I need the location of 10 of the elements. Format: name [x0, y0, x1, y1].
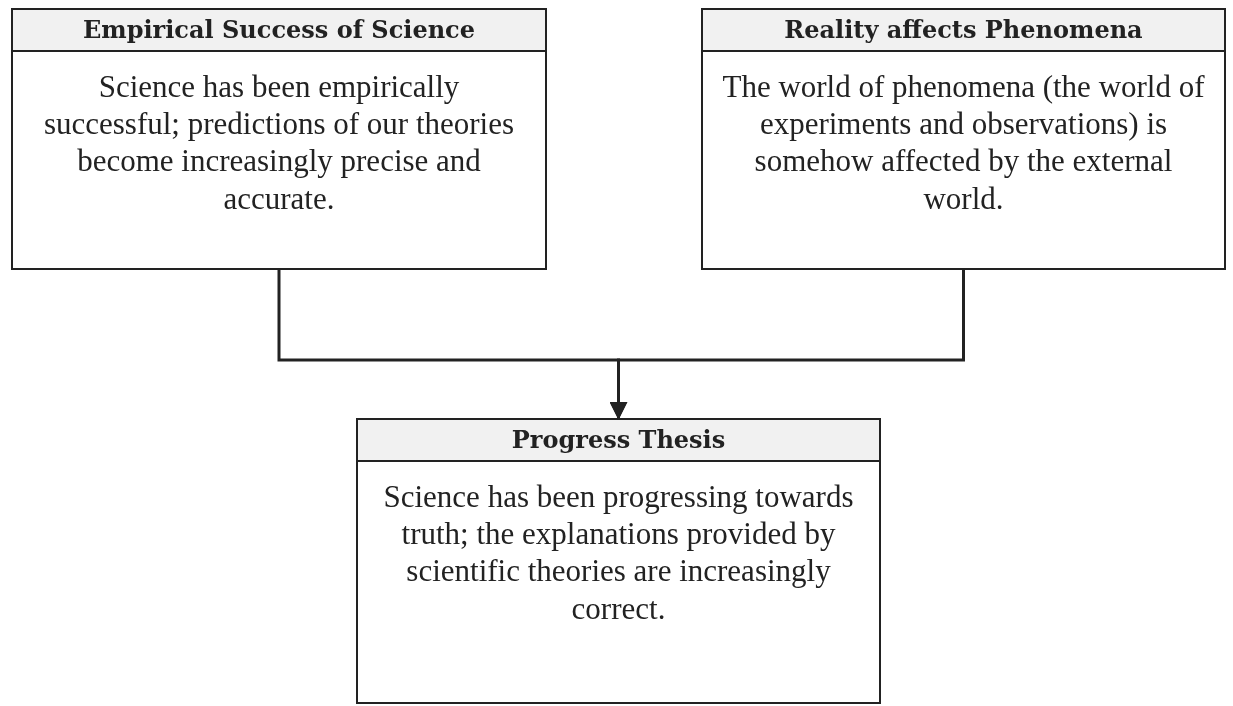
- card-description: The world of phenomena (the world of experiments and observations) is somehow affected by the external world.: [721, 68, 1206, 218]
- card-box: [356, 418, 881, 704]
- card-box: [11, 8, 547, 270]
- card-heading: Empirical Success of Science: [13, 10, 545, 52]
- card-box: [701, 8, 1226, 270]
- card-heading: Progress Thesis: [358, 420, 879, 462]
- card-description: Science has been empirically successful; predictions of our theories become increasingly precise and accurate.: [42, 68, 515, 218]
- card-heading: Reality affects Phenomena: [703, 10, 1224, 52]
- card-description: Science has been progressing towards truth; the explanations provided by scientific theories are increasingly correct.: [382, 478, 855, 628]
- connector-arrow: [609, 270, 965, 420]
